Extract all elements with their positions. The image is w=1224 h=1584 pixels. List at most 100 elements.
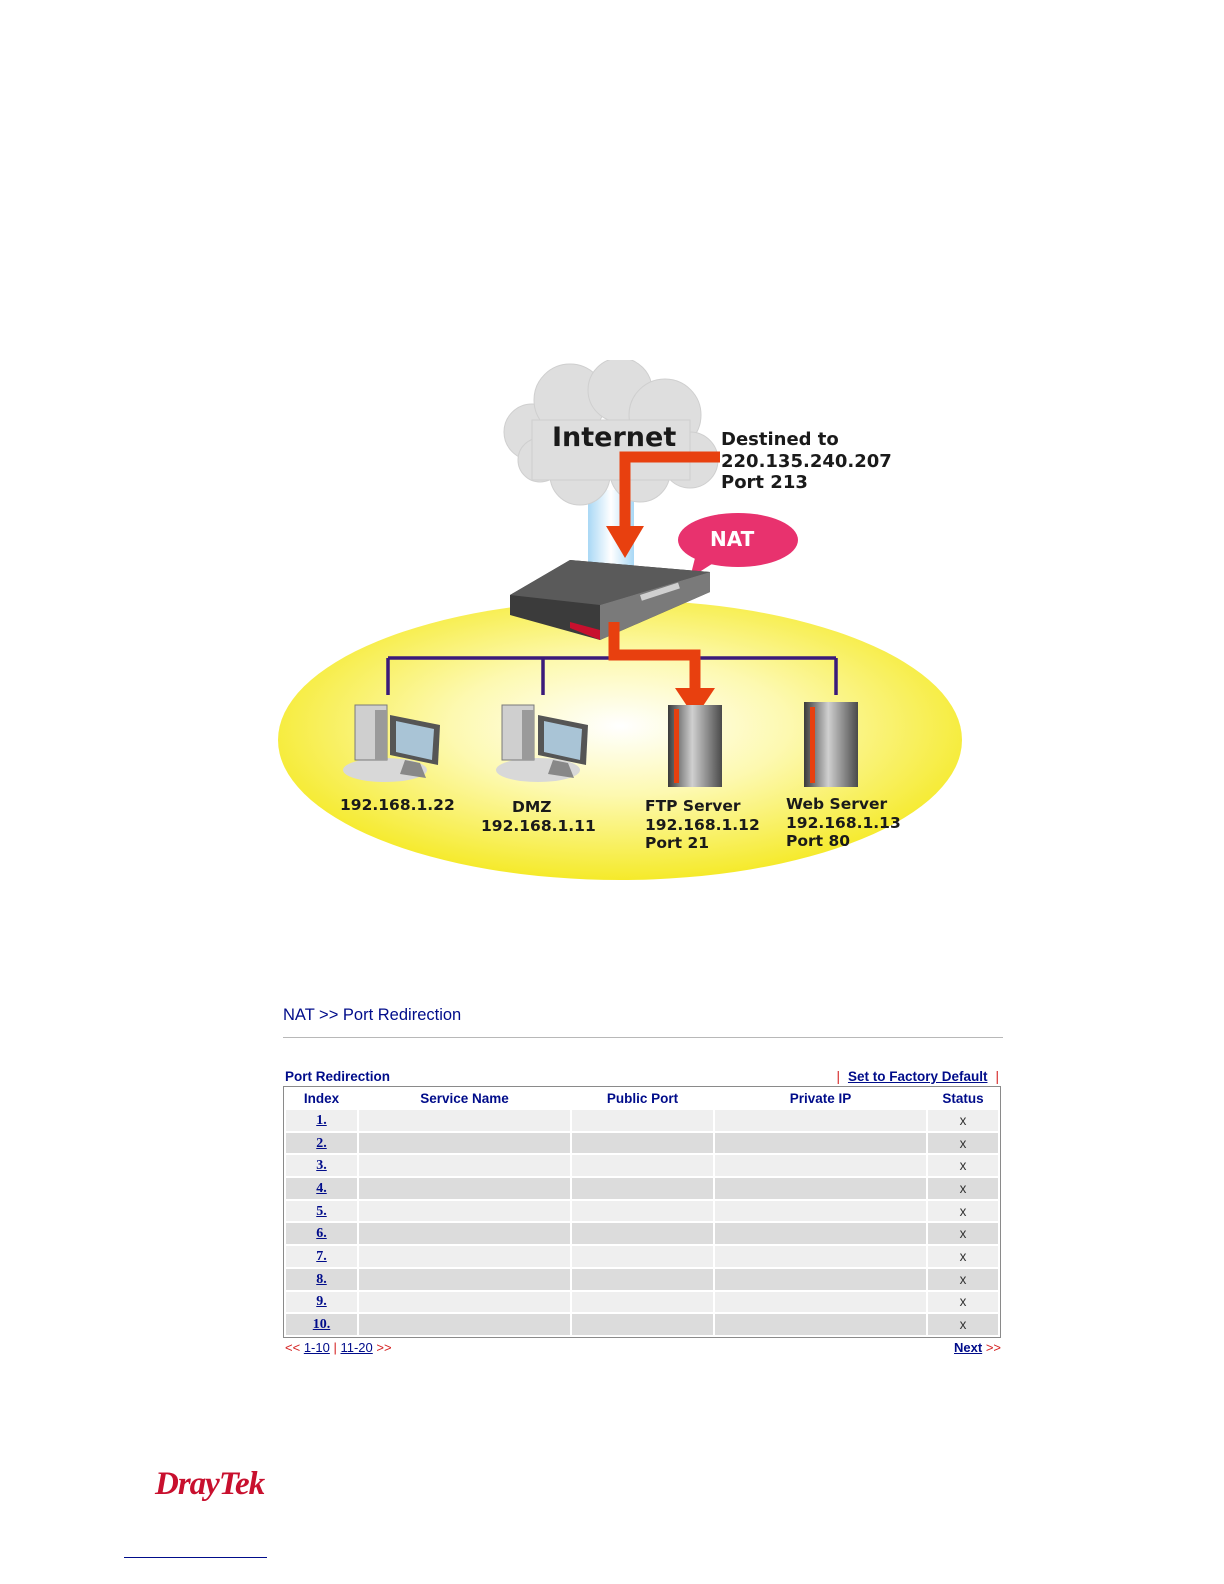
- rule-index-link[interactable]: 4.: [316, 1180, 327, 1196]
- service-name-cell: [359, 1178, 570, 1199]
- public-port-cell: [571, 1246, 713, 1267]
- table-row: 4. x: [286, 1178, 998, 1199]
- service-name-cell: [359, 1200, 570, 1222]
- page-links: << 1-10 | 11-20 >>: [285, 1340, 392, 1355]
- table-row: 9. x: [286, 1291, 998, 1313]
- index-cell: 5.: [286, 1200, 357, 1222]
- col-public-port: Public Port: [571, 1089, 713, 1108]
- page-11-20-link[interactable]: 11-20: [340, 1339, 373, 1355]
- service-name-cell: [359, 1314, 570, 1335]
- pc-icon: [496, 704, 588, 782]
- pagination: << 1-10 | 11-20 >> Next >>: [283, 1340, 1003, 1355]
- index-cell: 7.: [286, 1246, 357, 1267]
- status-cell: x: [927, 1246, 998, 1267]
- svg-text:192.168.1.22: 192.168.1.22: [340, 796, 455, 814]
- table-row: 1. x: [286, 1110, 998, 1131]
- private-ip-cell: [714, 1132, 926, 1154]
- host-2-line-1: DMZ: [512, 798, 552, 816]
- public-port-cell: [571, 1178, 713, 1199]
- host-4-line-2: 192.168.1.13: [786, 814, 901, 832]
- table-row: 7. x: [286, 1246, 998, 1267]
- destination-line-3: Port 213: [721, 472, 808, 493]
- destination-line-1: Destined to: [721, 429, 839, 450]
- rule-index-link[interactable]: 7.: [316, 1248, 327, 1264]
- col-private-ip: Private IP: [714, 1089, 926, 1108]
- service-name-cell: [359, 1291, 570, 1313]
- table-title: Port Redirection: [285, 1069, 391, 1084]
- rule-index-link[interactable]: 6.: [316, 1226, 327, 1242]
- next-page-link[interactable]: Next: [954, 1339, 983, 1355]
- public-port-cell: [571, 1155, 713, 1177]
- service-name-cell: [359, 1268, 570, 1290]
- table-row: 5. x: [286, 1200, 998, 1222]
- destination-line-2: 220.135.240.207: [721, 451, 892, 472]
- status-cell: x: [927, 1314, 998, 1335]
- rule-index-link[interactable]: 3.: [316, 1158, 327, 1174]
- table-row: 3. x: [286, 1155, 998, 1177]
- private-ip-cell: [714, 1291, 926, 1313]
- host-2-line-2: 192.168.1.11: [481, 817, 596, 835]
- next-arrow: >>: [985, 1339, 1001, 1355]
- next-arrow: >>: [376, 1339, 392, 1355]
- private-ip-cell: [714, 1110, 926, 1131]
- host-1-line-1: 192.168.1.22: [340, 796, 455, 814]
- inbound-arrow: [619, 451, 720, 530]
- service-name-cell: [359, 1132, 570, 1154]
- public-port-cell: [571, 1268, 713, 1290]
- svg-text:Web Server 192.168.1.13: Web Server 192.168.1.13 Port 80: [786, 795, 906, 850]
- host-4-line-3: Port 80: [786, 832, 850, 850]
- public-port-cell: [571, 1223, 713, 1245]
- redirect-arrow: [608, 622, 701, 690]
- status-cell: x: [927, 1268, 998, 1290]
- separator: |: [995, 1069, 999, 1084]
- rule-index-link[interactable]: 8.: [316, 1271, 327, 1287]
- breadcrumb: NAT >> Port Redirection: [283, 1006, 462, 1024]
- service-name-cell: [359, 1246, 570, 1267]
- public-port-cell: [571, 1132, 713, 1154]
- divider: [283, 1037, 1003, 1038]
- page-1-10-link[interactable]: 1-10: [303, 1339, 330, 1355]
- internet-cloud: [503, 360, 719, 506]
- status-cell: x: [927, 1110, 998, 1131]
- index-cell: 4.: [286, 1178, 357, 1199]
- rule-index-link[interactable]: 10.: [312, 1317, 331, 1333]
- pc-icon: [343, 704, 440, 782]
- index-cell: 6.: [286, 1223, 357, 1245]
- host-3-line-3: Port 21: [645, 834, 709, 852]
- nat-bubble: NAT: [678, 513, 798, 578]
- port-redirection-table: Index Service Name Public Port Private I…: [283, 1086, 1001, 1338]
- status-cell: x: [927, 1155, 998, 1177]
- svg-text:NAT: NAT: [710, 527, 755, 551]
- private-ip-cell: [714, 1200, 926, 1222]
- index-cell: 9.: [286, 1291, 357, 1313]
- prev-arrow: <<: [285, 1339, 301, 1355]
- host-4-line-1: Web Server: [786, 795, 887, 813]
- status-cell: x: [927, 1178, 998, 1199]
- table-header-bar: Port Redirection | Set to Factory Default…: [283, 1066, 1003, 1084]
- svg-text:FTP Server 192.168.1.12: FTP Server 192.168.1.12 Port 21: [645, 797, 765, 852]
- rule-index-link[interactable]: 2.: [316, 1135, 327, 1151]
- rule-index-link[interactable]: 1.: [316, 1112, 327, 1128]
- table-row: 2.x: [286, 1132, 998, 1154]
- status-cell: x: [927, 1291, 998, 1313]
- table-row: 8. x: [286, 1268, 998, 1290]
- internet-label: Internet: [552, 422, 676, 453]
- index-cell: 10.: [286, 1314, 357, 1335]
- set-factory-default-link[interactable]: Set to Factory Default: [847, 1069, 988, 1084]
- public-port-cell: [571, 1110, 713, 1131]
- service-name-cell: [359, 1223, 570, 1245]
- host-3-line-2: 192.168.1.12: [645, 816, 760, 834]
- index-cell: 8.: [286, 1268, 357, 1290]
- draytek-logo: DrayTek: [155, 1466, 265, 1502]
- private-ip-cell: [714, 1314, 926, 1335]
- table-row: 10. x: [286, 1314, 998, 1335]
- private-ip-cell: [714, 1268, 926, 1290]
- index-cell: 2.: [286, 1132, 357, 1154]
- status-cell: x: [927, 1200, 998, 1222]
- private-ip-cell: [714, 1246, 926, 1267]
- col-service-name: Service Name: [359, 1089, 570, 1108]
- footer-rule: [124, 1557, 267, 1558]
- router-icon: [510, 560, 710, 640]
- rule-index-link[interactable]: 9.: [316, 1294, 327, 1310]
- rule-index-link[interactable]: 5.: [316, 1203, 327, 1219]
